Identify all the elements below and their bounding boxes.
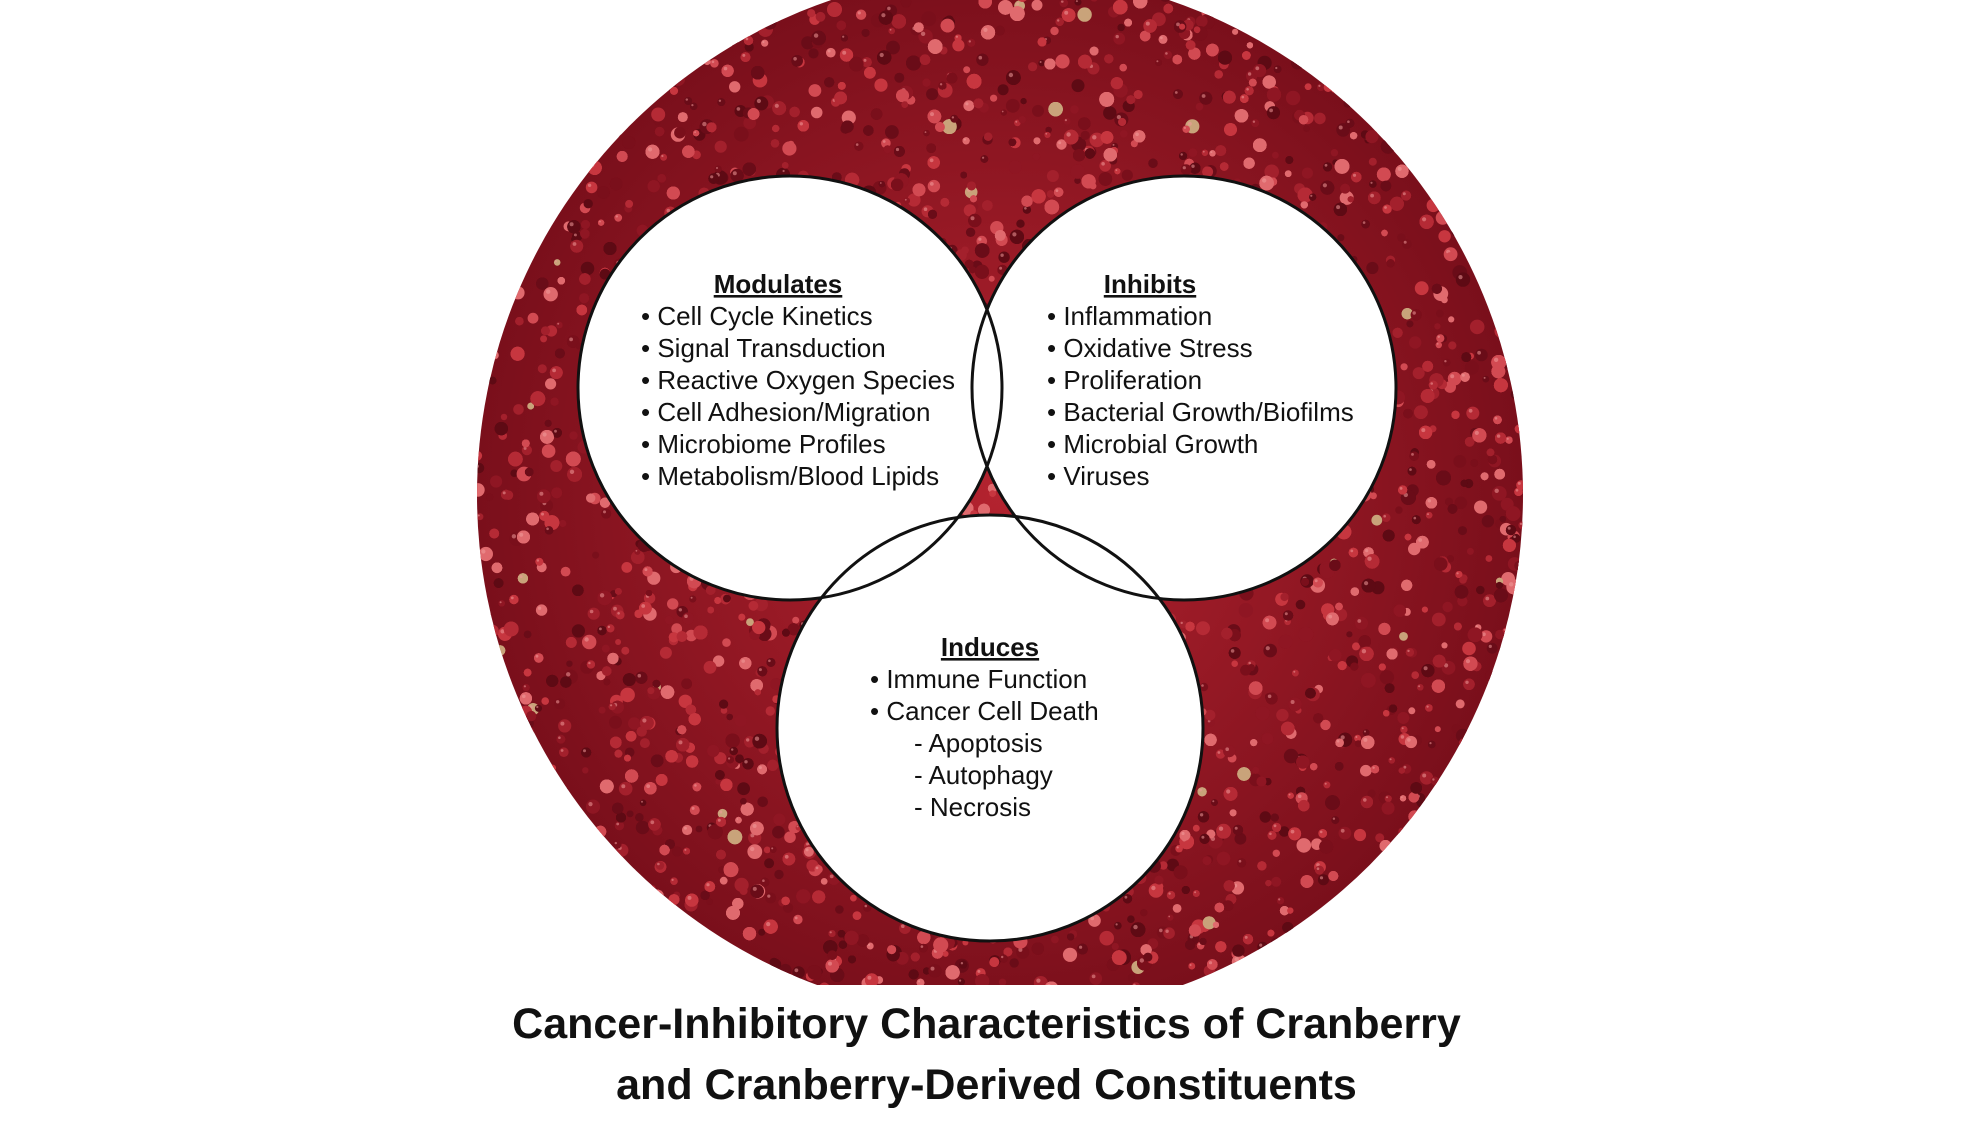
modulates-item: • Cell Adhesion/Migration	[641, 397, 930, 427]
inhibits-item: • Bacterial Growth/Biofilms	[1047, 397, 1354, 427]
induces-subitem: - Necrosis	[914, 792, 1031, 822]
induces-group: Induces • Immune Function • Cancer Cell …	[870, 632, 1099, 822]
inhibits-item: • Viruses	[1047, 461, 1150, 491]
modulates-circle-outline	[576, 174, 1004, 602]
modulates-item: • Signal Transduction	[641, 333, 886, 363]
inhibits-circle-outline	[970, 174, 1398, 602]
induces-item: • Cancer Cell Death	[870, 696, 1099, 726]
caption-line-1: Cancer-Inhibitory Characteristics of Cra…	[512, 1000, 1461, 1048]
modulates-item: • Reactive Oxygen Species	[641, 365, 955, 395]
venn-circles	[576, 174, 1398, 943]
inhibits-group: Inhibits • Inflammation • Oxidative Stre…	[1047, 269, 1354, 491]
induces-subitem: - Autophagy	[914, 760, 1053, 790]
inhibits-item: • Oxidative Stress	[1047, 333, 1253, 363]
induces-circle	[777, 515, 1203, 941]
venn-diagram: Modulates • Cell Cycle Kinetics • Signal…	[477, 0, 1523, 985]
induces-title: Induces	[941, 632, 1039, 662]
induces-circle-outline	[775, 513, 1205, 943]
modulates-group: Modulates • Cell Cycle Kinetics • Signal…	[641, 269, 955, 491]
inhibits-title: Inhibits	[1104, 269, 1196, 299]
modulates-item: • Microbiome Profiles	[641, 429, 886, 459]
modulates-item: • Cell Cycle Kinetics	[641, 301, 873, 331]
inhibits-item: • Microbial Growth	[1047, 429, 1258, 459]
inhibits-item: • Inflammation	[1047, 301, 1212, 331]
induces-subitem: - Apoptosis	[914, 728, 1043, 758]
modulates-title: Modulates	[714, 269, 843, 299]
inhibits-circle	[972, 176, 1396, 600]
inhibits-item: • Proliferation	[1047, 365, 1202, 395]
caption-line-2: and Cranberry-Derived Constituents	[616, 1061, 1357, 1109]
induces-item: • Immune Function	[870, 664, 1087, 694]
modulates-item: • Metabolism/Blood Lipids	[641, 461, 939, 491]
modulates-circle	[578, 176, 1002, 600]
